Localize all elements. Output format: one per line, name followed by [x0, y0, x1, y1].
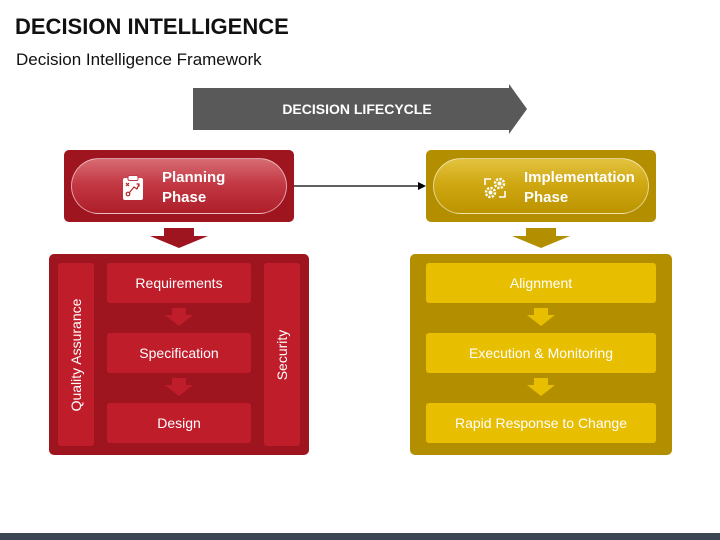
security-bar: Security — [264, 263, 300, 446]
implementation-down-arrow — [512, 228, 570, 248]
planning-step-arrow-1 — [165, 308, 193, 326]
implementation-step-arrow-1 — [527, 308, 555, 326]
clipboard-strategy-icon — [123, 175, 143, 200]
implementation-phase-line2: Phase — [524, 189, 569, 206]
implementation-phase-label: Implementation Phase — [524, 168, 635, 208]
implementation-panel: Alignment Execution & Monitoring Rapid R… — [410, 254, 672, 455]
page-subtitle: Decision Intelligence Framework — [16, 50, 262, 69]
implementation-phase-pill: Implementation Phase — [433, 158, 649, 214]
quality-assurance-bar: Quality Assurance — [58, 263, 94, 446]
planning-step-arrow-2 — [165, 378, 193, 396]
planning-down-arrow — [150, 228, 208, 248]
implementation-step-arrow-2 — [527, 378, 555, 396]
planning-phase-line1: Planning — [162, 169, 226, 186]
planning-panel: Quality Assurance Security Requirements … — [49, 254, 309, 455]
implementation-phase-line1: Implementation — [524, 169, 635, 186]
implementation-phase-box: Implementation Phase — [426, 150, 656, 222]
planning-phase-line2: Phase — [162, 189, 207, 206]
step-requirements: Requirements — [107, 263, 251, 303]
planning-phase-box: Planning Phase — [64, 150, 294, 222]
planning-phase-label: Planning Phase — [162, 168, 225, 208]
connector-arrow — [294, 182, 426, 190]
step-alignment: Alignment — [426, 263, 656, 303]
planning-phase-pill: Planning Phase — [71, 158, 287, 214]
gears-cycle-icon — [484, 177, 506, 199]
step-specification: Specification — [107, 333, 251, 373]
banner-arrow-shape — [193, 84, 527, 134]
step-design: Design — [107, 403, 251, 443]
footer-bar — [0, 533, 720, 540]
step-execution-monitoring: Execution & Monitoring — [426, 333, 656, 373]
quality-assurance-label: Quality Assurance — [68, 298, 84, 411]
security-label: Security — [274, 329, 290, 380]
lifecycle-label: DECISION LIFECYCLE — [282, 101, 432, 117]
step-rapid-response: Rapid Response to Change — [426, 403, 656, 443]
page-title: DECISION INTELLIGENCE — [15, 14, 289, 39]
lifecycle-banner: DECISION LIFECYCLE — [193, 84, 527, 134]
